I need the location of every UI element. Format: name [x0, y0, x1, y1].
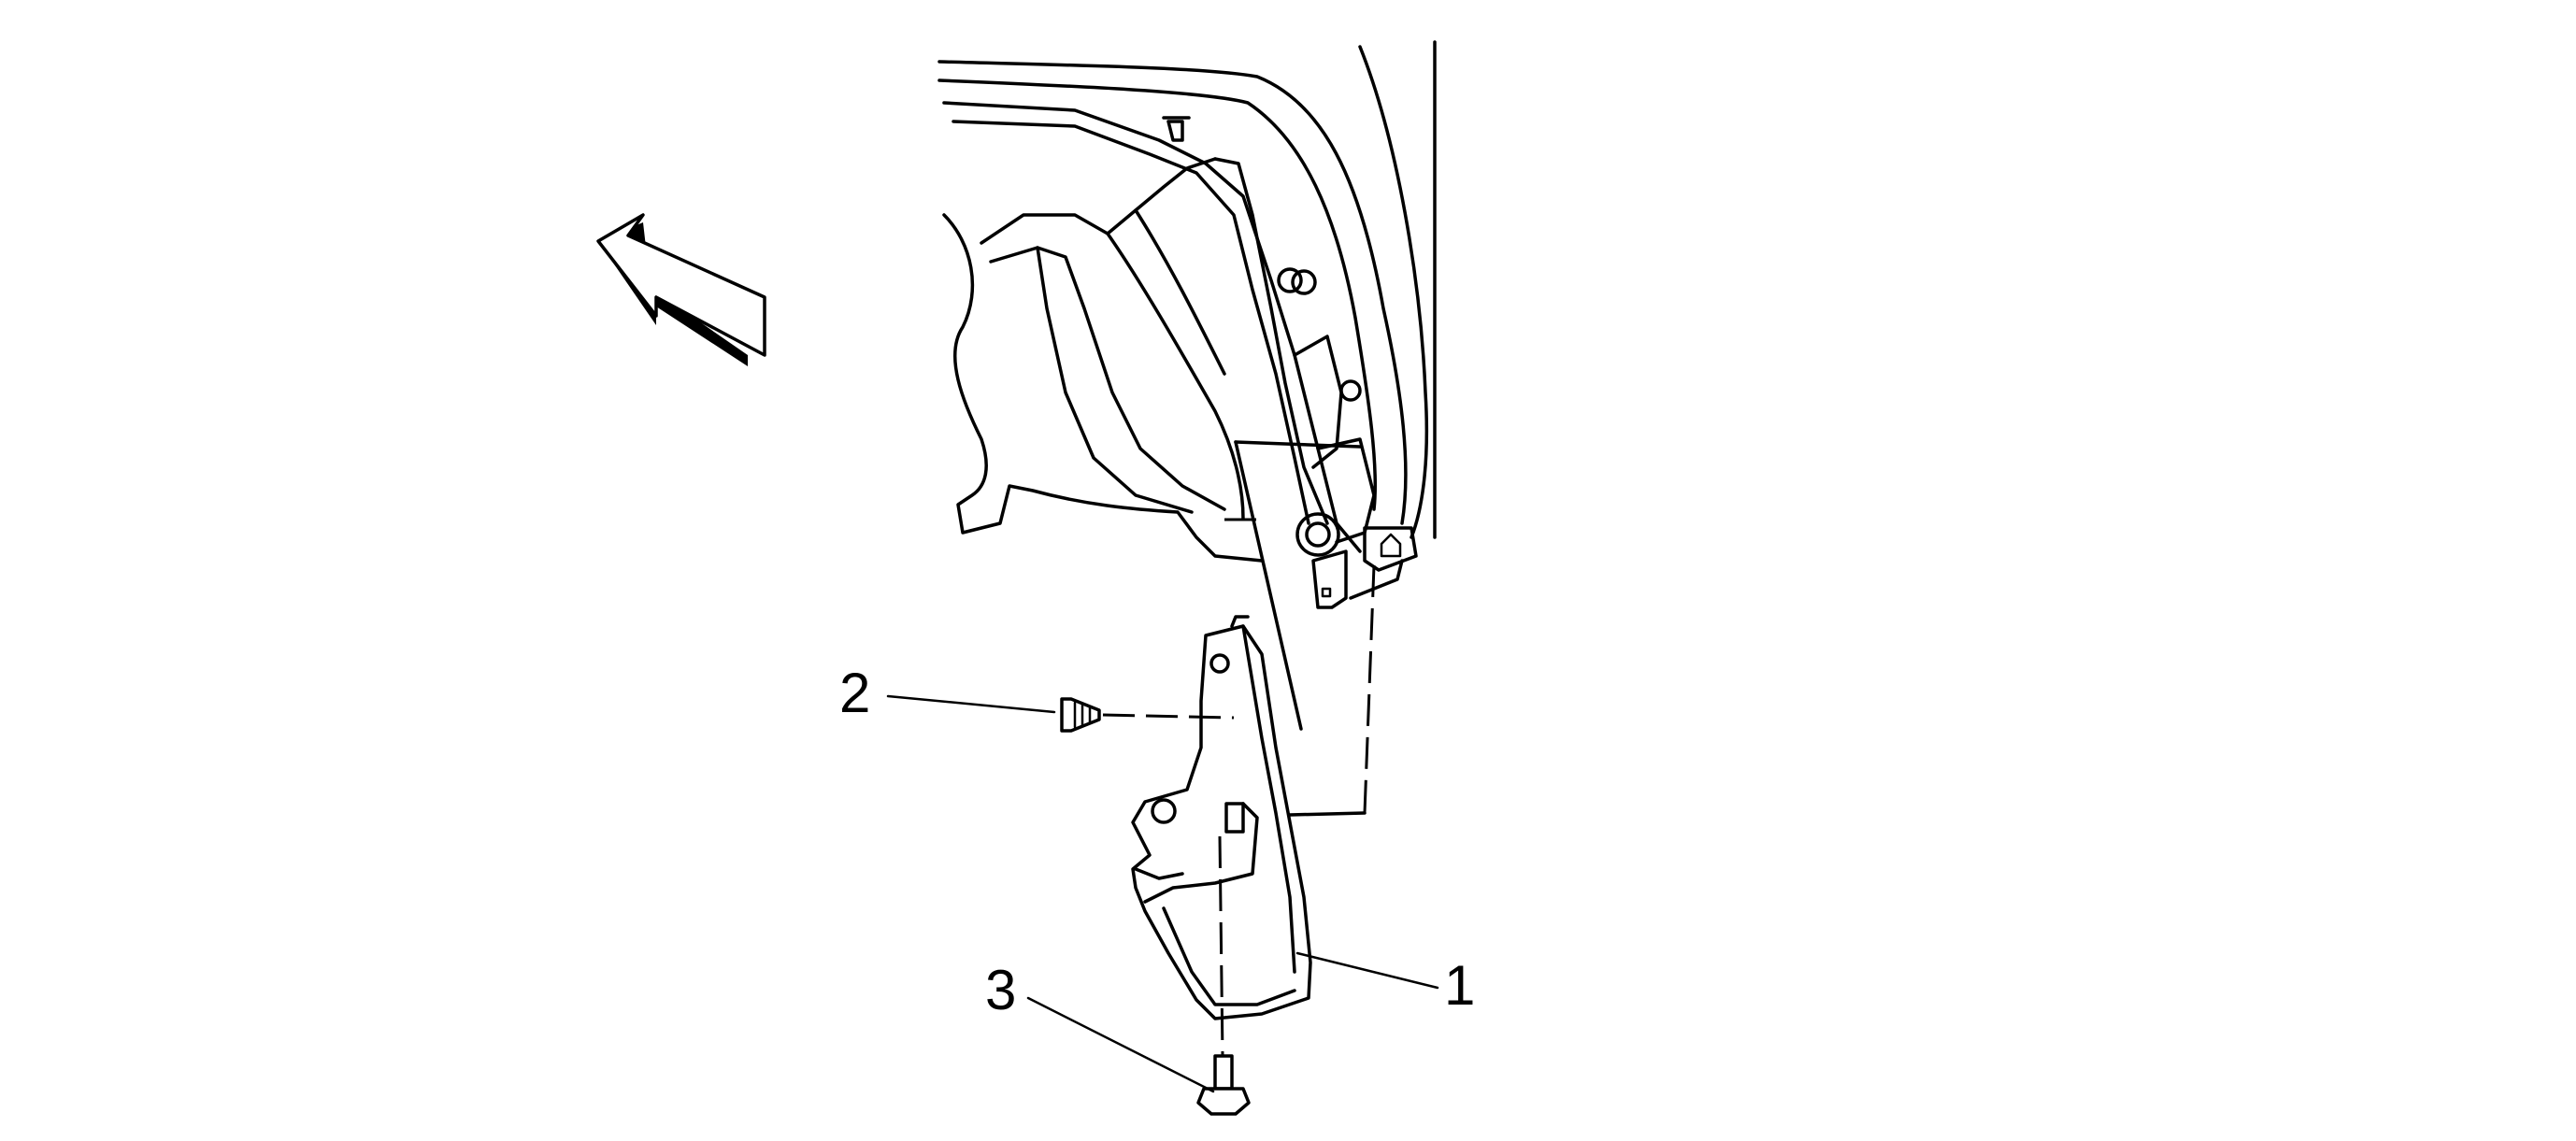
wheelhouse-fender-assembly — [937, 40, 1437, 609]
front-direction-arrow-icon — [596, 213, 766, 366]
callout-label-3: 3 — [985, 959, 1016, 1021]
screw-icon — [1060, 697, 1235, 733]
callout-label-2: 2 — [839, 662, 870, 724]
mud-flap-part — [1131, 615, 1312, 1020]
callout-label-1: 1 — [1444, 954, 1475, 1017]
callout-leaders — [886, 694, 1439, 1093]
bolt-icon — [1196, 835, 1251, 1116]
